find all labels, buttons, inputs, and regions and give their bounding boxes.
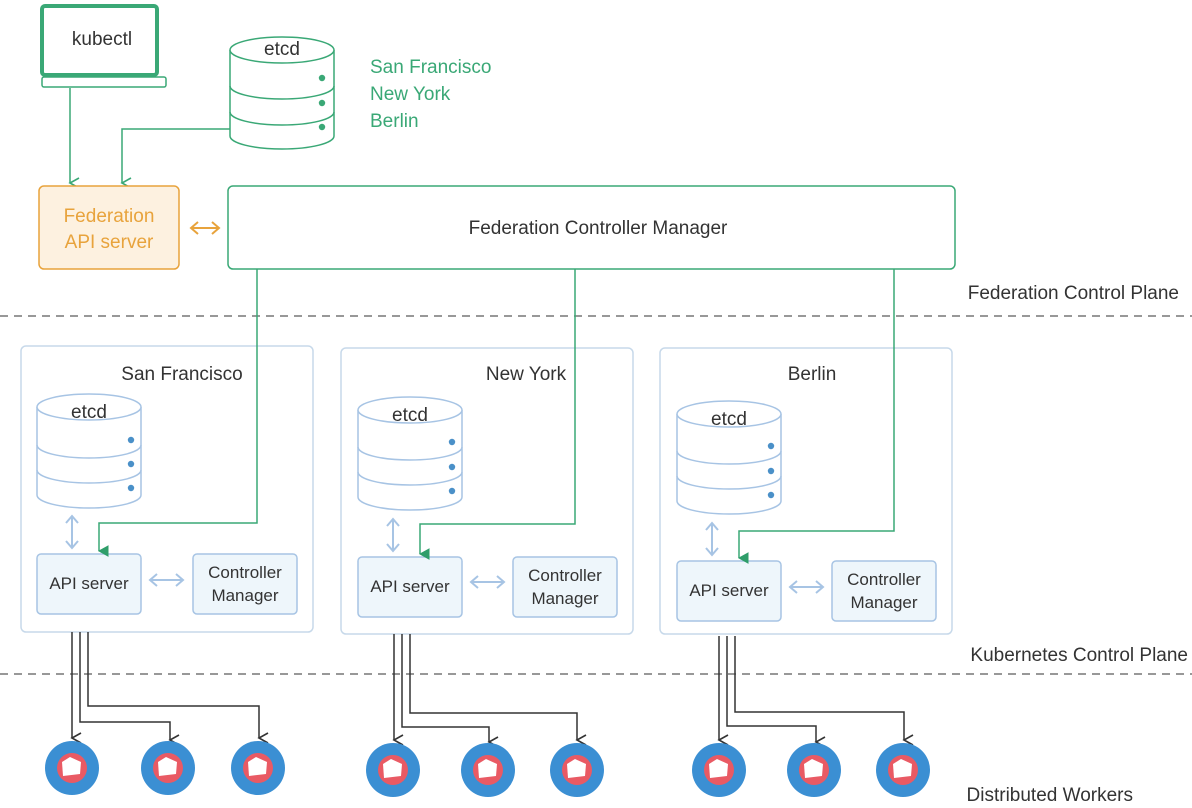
cluster-panel-new-york: New York etcd API server Control xyxy=(340,347,634,635)
worker-arrows-berlin xyxy=(717,636,914,748)
federation-bidirectional-arrow xyxy=(189,221,221,235)
etcd-api-bidirectional-arrow xyxy=(705,521,719,557)
etcd-location-new-york: New York xyxy=(370,84,451,105)
controller-manager-line2: Manager xyxy=(531,589,598,608)
etcd-location-berlin: Berlin xyxy=(370,111,419,132)
controller-manager-line2: Manager xyxy=(850,593,917,612)
controller-manager-box: Controller Manager xyxy=(831,560,937,622)
worker-node-icon xyxy=(550,743,604,797)
etcd-label: etcd xyxy=(711,409,747,430)
worker-arrows-new-york xyxy=(392,634,587,748)
etcd-api-bidirectional-arrow xyxy=(386,517,400,553)
api-cm-bidirectional-arrow xyxy=(148,573,185,587)
federation-etcd-label: etcd xyxy=(264,39,300,60)
federation-controller-manager-label: Federation Controller Manager xyxy=(469,218,728,239)
distributed-workers-label: Distributed Workers xyxy=(967,785,1133,806)
api-server-box: API server xyxy=(36,553,142,615)
cluster-panel-san-francisco: San Francisco etcd API server Co xyxy=(20,345,314,633)
controller-manager-line1: Controller xyxy=(528,566,602,585)
cluster-name: San Francisco xyxy=(121,364,242,385)
etcd-label: etcd xyxy=(71,402,107,423)
worker-node-icon xyxy=(141,741,195,795)
api-cm-bidirectional-arrow xyxy=(469,575,506,589)
worker-node-icon xyxy=(231,741,285,795)
etcd-to-federation-api-arrow xyxy=(120,128,230,189)
worker-node-icon xyxy=(45,741,99,795)
api-server-label: API server xyxy=(370,577,450,596)
cluster-name: New York xyxy=(486,364,567,385)
worker-node-icon xyxy=(692,743,746,797)
etcd-database-icon: etcd xyxy=(676,400,782,515)
api-cm-bidirectional-arrow xyxy=(788,580,825,594)
federation-api-server-line2: API server xyxy=(65,232,154,253)
fed-cm-to-berlin-api-arrow xyxy=(737,269,895,564)
federation-control-plane-label: Federation Control Plane xyxy=(968,283,1179,304)
controller-manager-line1: Controller xyxy=(208,563,282,582)
kubernetes-control-plane-label: Kubernetes Control Plane xyxy=(970,645,1188,666)
etcd-location-san-francisco: San Francisco xyxy=(370,57,491,78)
worker-arrows-san-francisco xyxy=(70,632,269,746)
kubectl-label: kubectl xyxy=(72,29,132,50)
controller-manager-line1: Controller xyxy=(847,570,921,589)
federation-api-server-box: Federation API server xyxy=(38,185,180,270)
api-server-label: API server xyxy=(49,574,129,593)
etcd-label: etcd xyxy=(392,405,428,426)
controller-manager-box: Controller Manager xyxy=(192,553,298,615)
controller-manager-box: Controller Manager xyxy=(512,556,618,618)
fed-cm-to-ny-api-arrow xyxy=(418,269,576,560)
worker-node-icon xyxy=(461,743,515,797)
fed-cm-to-sf-api-arrow xyxy=(97,269,258,557)
worker-node-icon xyxy=(366,743,420,797)
controller-manager-line2: Manager xyxy=(211,586,278,605)
etcd-api-bidirectional-arrow xyxy=(65,514,79,550)
cluster-panel-berlin: Berlin etcd API server Controlle xyxy=(659,347,953,635)
etcd-database-icon: etcd xyxy=(36,393,142,509)
api-server-box: API server xyxy=(357,556,463,618)
cluster-name: Berlin xyxy=(788,364,837,385)
etcd-database-icon: etcd xyxy=(357,396,463,511)
worker-node-icon xyxy=(876,743,930,797)
api-server-label: API server xyxy=(689,581,769,600)
worker-node-icon xyxy=(787,743,841,797)
kubectl-laptop-icon: kubectl xyxy=(40,4,167,88)
api-server-box: API server xyxy=(676,560,782,622)
federation-api-server-line1: Federation xyxy=(64,206,155,227)
federation-etcd-database-icon: etcd xyxy=(229,36,335,150)
federation-controller-manager-box: Federation Controller Manager xyxy=(227,185,956,270)
